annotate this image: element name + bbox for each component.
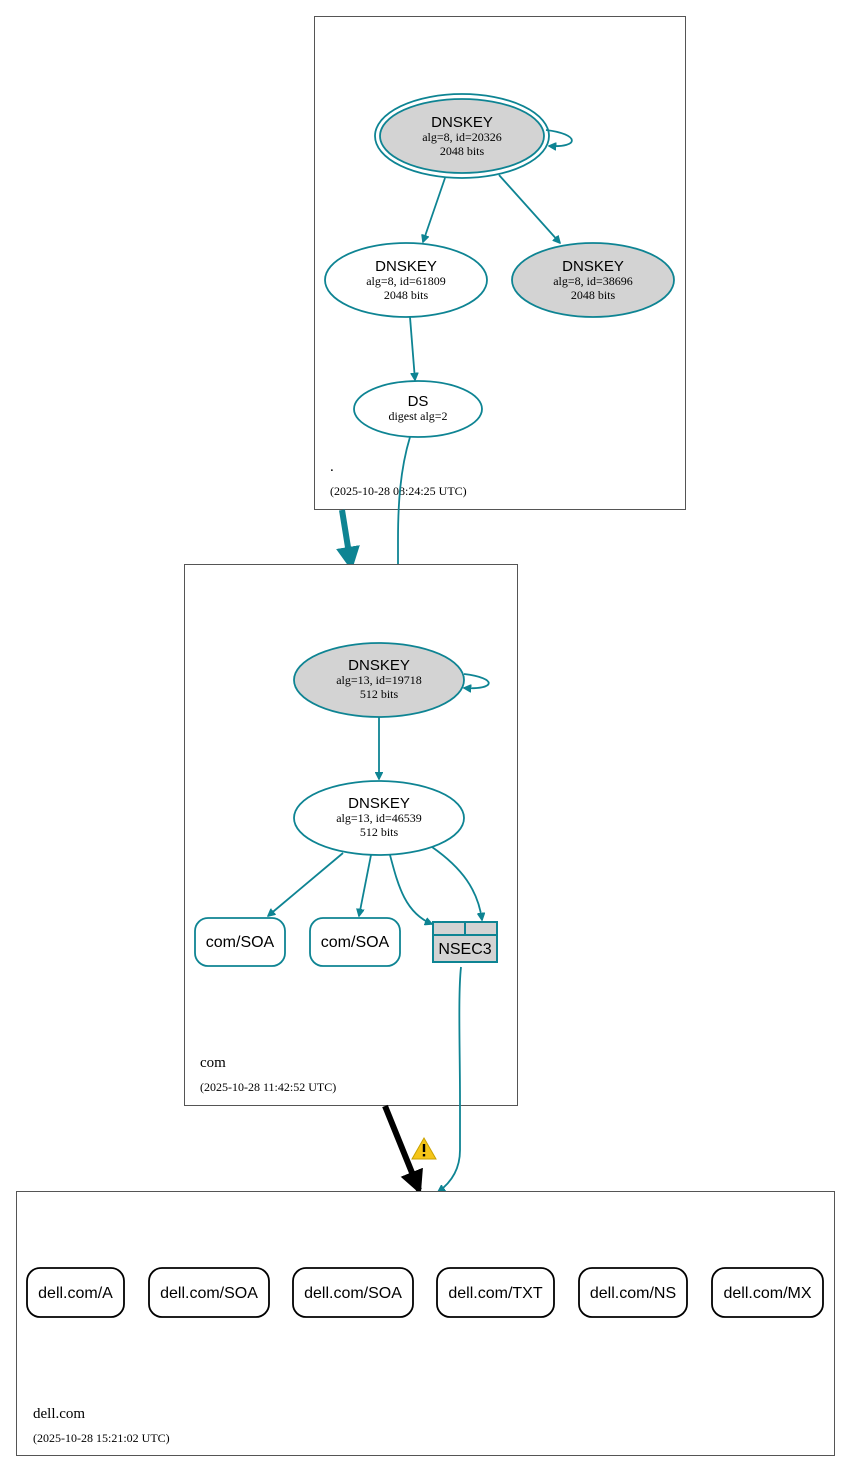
- zone-dell-box: [16, 1191, 835, 1456]
- dnskey-size: 512 bits: [360, 687, 399, 701]
- rrset-label: dell.com/SOA: [304, 1285, 402, 1302]
- zone-dell: dell.com (2025-10-28 15:21:02 UTC): [16, 1191, 835, 1456]
- dnskey-title: DNSKEY: [375, 258, 437, 275]
- zone-root-name: .: [330, 459, 334, 475]
- rrset-node-dell-txt[interactable]: dell.com/TXT: [436, 1267, 555, 1318]
- dnskey-detail: alg=13, id=19718: [336, 673, 422, 687]
- ds-title: DS: [408, 393, 429, 410]
- rrset-label: com/SOA: [321, 934, 390, 951]
- edge-root-ksk-to-38696: [498, 174, 560, 243]
- rrset-label: dell.com/MX: [723, 1285, 811, 1302]
- edge-com-zsk-to-soa-1: [268, 852, 344, 916]
- nsec3-label: NSEC3: [438, 941, 491, 958]
- rrset-node-dell-soa-2[interactable]: dell.com/SOA: [292, 1267, 414, 1318]
- edge-com-zsk-to-nsec3-b: [431, 846, 482, 920]
- ds-node-root[interactable]: DS digest alg=2: [353, 380, 483, 438]
- dnskey-shape: [379, 98, 545, 174]
- rrset-label: com/SOA: [206, 934, 275, 951]
- rrset-label: dell.com/SOA: [160, 1285, 258, 1302]
- edge-root-ksk-to-zsk: [423, 177, 446, 242]
- zone-dell-timestamp: (2025-10-28 15:21:02 UTC): [33, 1431, 170, 1445]
- dnskey-shape: [324, 242, 488, 318]
- zone-root-timestamp: (2025-10-28 08:24:25 UTC): [330, 484, 467, 498]
- zone-com-timestamp: (2025-10-28 11:42:52 UTC): [200, 1080, 336, 1094]
- delegation-arrow-com-dell: [382, 1104, 423, 1195]
- ds-detail: digest alg=2: [388, 409, 447, 423]
- edge-nsec3-to-dell-zone: [438, 966, 462, 1192]
- dnskey-size: 2048 bits: [384, 288, 429, 302]
- warning-dot: [422, 1154, 426, 1157]
- dnskey-shape: [293, 780, 465, 856]
- trust-anchor-ring: [374, 93, 550, 179]
- rrset-label: dell.com/NS: [590, 1285, 676, 1302]
- dnskey-title: DNSKEY: [348, 795, 410, 812]
- edge-com-zsk-to-nsec3-a: [389, 854, 432, 924]
- dnskey-title: DNSKEY: [431, 114, 493, 131]
- rrset-label: dell.com/TXT: [448, 1285, 542, 1302]
- dnskey-title: DNSKEY: [348, 657, 410, 674]
- dnskey-node-root-ksk[interactable]: DNSKEY alg=8, id=20326 2048 bits: [374, 93, 550, 179]
- rrset-node-com-soa-2[interactable]: com/SOA: [309, 917, 401, 967]
- zone-com-name: com: [200, 1055, 226, 1071]
- dnskey-shape: [511, 242, 675, 318]
- self-sign-edge-root-ksk: [545, 129, 573, 146]
- delegation-arrow-root-com: [336, 509, 360, 571]
- warning-mark: [422, 1144, 426, 1152]
- dnskey-detail: alg=8, id=20326: [422, 130, 502, 144]
- rrset-node-com-soa-1[interactable]: com/SOA: [194, 917, 286, 967]
- dnskey-detail: alg=13, id=46539: [336, 811, 422, 825]
- dnskey-node-root-38696[interactable]: DNSKEY alg=8, id=38696 2048 bits: [511, 242, 675, 318]
- dnskey-detail: alg=8, id=38696: [553, 274, 633, 288]
- self-sign-edge-com-ksk: [464, 673, 490, 688]
- edge-com-zsk-to-soa-2: [359, 854, 372, 916]
- rrset-node-dell-soa-1[interactable]: dell.com/SOA: [148, 1267, 270, 1318]
- dnskey-size: 2048 bits: [571, 288, 616, 302]
- rrset-shape: [309, 917, 401, 967]
- rrset-node-dell-ns[interactable]: dell.com/NS: [578, 1267, 688, 1318]
- dnskey-node-root-zsk[interactable]: DNSKEY alg=8, id=61809 2048 bits: [324, 242, 488, 318]
- dnskey-node-com-zsk[interactable]: DNSKEY alg=13, id=46539 512 bits: [293, 780, 465, 856]
- dnskey-size: 2048 bits: [440, 144, 485, 158]
- rrset-shape: [26, 1267, 125, 1318]
- dnskey-detail: alg=8, id=61809: [366, 274, 446, 288]
- rrset-shape: [711, 1267, 824, 1318]
- edge-root-zsk-to-ds: [409, 316, 415, 380]
- warning-icon[interactable]: [411, 1136, 437, 1160]
- dnskey-node-com-ksk[interactable]: DNSKEY alg=13, id=19718 512 bits: [293, 642, 465, 718]
- zone-dell-name: dell.com: [33, 1406, 85, 1422]
- dnskey-title: DNSKEY: [562, 258, 624, 275]
- dnskey-size: 512 bits: [360, 825, 399, 839]
- rrset-shape: [194, 917, 286, 967]
- nsec3-node-com[interactable]: NSEC3: [432, 921, 498, 963]
- rrset-node-dell-mx[interactable]: dell.com/MX: [711, 1267, 824, 1318]
- rrset-shape: [436, 1267, 555, 1318]
- rrset-shape: [578, 1267, 688, 1318]
- rrset-shape: [148, 1267, 270, 1318]
- rrset-node-dell-a[interactable]: dell.com/A: [26, 1267, 125, 1318]
- rrset-label: dell.com/A: [38, 1285, 113, 1302]
- rrset-shape: [292, 1267, 414, 1318]
